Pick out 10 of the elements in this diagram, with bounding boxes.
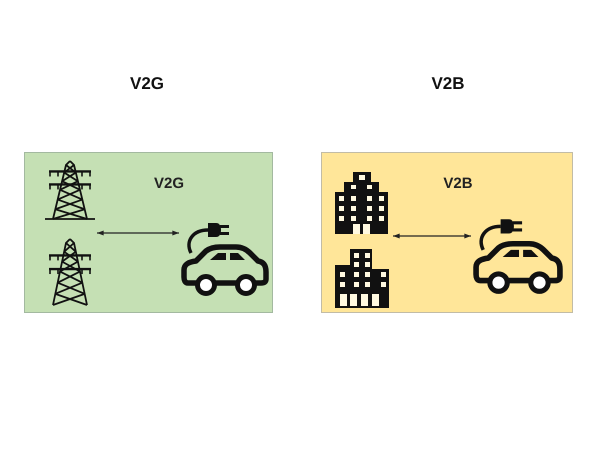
double-arrow	[393, 234, 471, 238]
column-heading: V2B	[431, 74, 465, 94]
double-arrow	[97, 230, 179, 236]
panel-title: V2G	[154, 175, 184, 192]
buildings-icon	[333, 172, 391, 308]
scenario-panel	[24, 152, 273, 313]
column-heading: V2G	[130, 74, 164, 94]
scenario-panel	[321, 152, 573, 313]
transmission-towers-icon	[45, 159, 95, 307]
panel-title: V2B	[443, 175, 473, 192]
